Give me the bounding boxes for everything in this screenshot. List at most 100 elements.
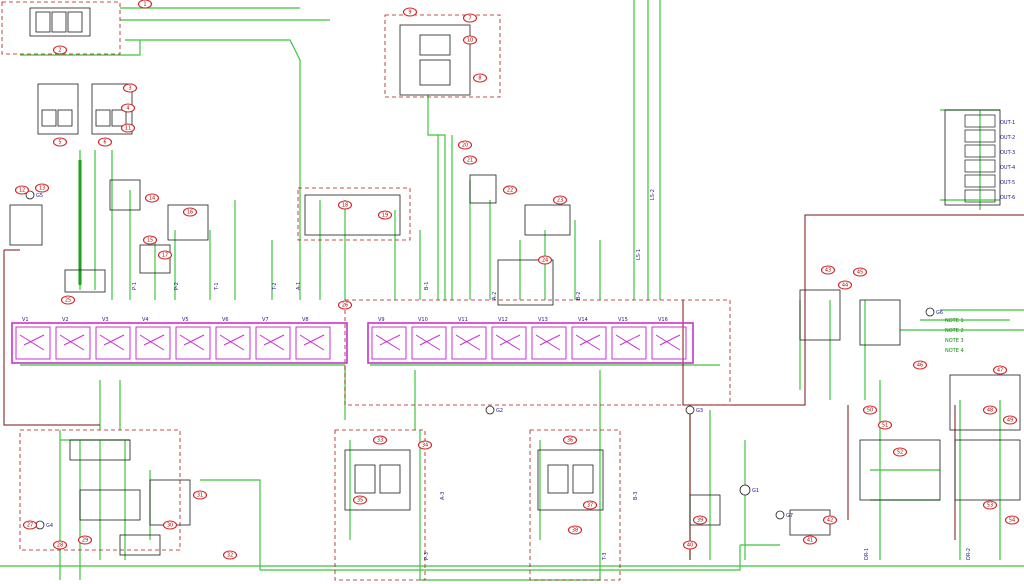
callout-number: 17 bbox=[162, 253, 168, 259]
callout-bubble: 42 bbox=[822, 515, 838, 525]
callout-number: 43 bbox=[825, 268, 831, 274]
callout-bubble: 7 bbox=[462, 13, 478, 23]
callout-bubble: 47 bbox=[992, 365, 1008, 375]
callout-ellipse bbox=[1004, 515, 1020, 525]
callout-bubble: 5 bbox=[52, 137, 68, 147]
callout-bubble: 20 bbox=[457, 140, 473, 150]
gauge-icon bbox=[685, 405, 695, 415]
callout-number: 2 bbox=[58, 48, 61, 54]
callout-ellipse bbox=[52, 137, 68, 147]
line-label: P-2 bbox=[174, 282, 180, 290]
line-label: DR-1 bbox=[864, 548, 870, 560]
gauge-label: G7 bbox=[786, 513, 793, 519]
line-label: T-1 bbox=[214, 282, 220, 291]
callout-number: 7 bbox=[468, 16, 471, 22]
callout-number: 42 bbox=[827, 518, 833, 524]
callout-ellipse bbox=[462, 155, 478, 165]
callout-bubble: 37 bbox=[582, 500, 598, 510]
callout-bubble: 51 bbox=[877, 420, 893, 430]
gauge-label: G5 bbox=[36, 193, 43, 199]
note-text: NOTE 2 bbox=[945, 328, 964, 334]
callout-bubble: 21 bbox=[462, 155, 478, 165]
callout-number: 6 bbox=[103, 140, 106, 146]
callout-bubble: 1 bbox=[137, 0, 153, 9]
callout-bubble: 10 bbox=[462, 35, 478, 45]
callout-number: 16 bbox=[187, 210, 193, 216]
callout-bubble: 28 bbox=[52, 540, 68, 550]
callout-ellipse bbox=[122, 83, 138, 93]
callout-ellipse bbox=[337, 200, 353, 210]
callout-number: 18 bbox=[342, 203, 348, 209]
callout-bubble: 8 bbox=[472, 73, 488, 83]
valve-tag: V4 bbox=[142, 317, 149, 323]
callout-ellipse bbox=[60, 295, 76, 305]
callout-bubble: 54 bbox=[1004, 515, 1020, 525]
callout-ellipse bbox=[992, 365, 1008, 375]
callout-number: 46 bbox=[917, 363, 923, 369]
callout-number: 40 bbox=[687, 543, 693, 549]
callout-number: 39 bbox=[697, 518, 703, 524]
callout-number: 35 bbox=[357, 498, 363, 504]
callout-ellipse bbox=[22, 520, 38, 530]
callout-number: 5 bbox=[58, 140, 61, 146]
output-label: OUT-4 bbox=[1000, 165, 1015, 171]
callout-number: 29 bbox=[82, 538, 88, 544]
boundary-dashed bbox=[1, 1, 731, 581]
callout-number: 51 bbox=[882, 423, 888, 429]
callout-ellipse bbox=[377, 210, 393, 220]
line-label: LS-1 bbox=[636, 249, 642, 260]
line-label: DR-2 bbox=[966, 548, 972, 560]
gauge-icon bbox=[25, 190, 35, 200]
callout-ellipse bbox=[144, 193, 160, 203]
callout-bubble: 43 bbox=[820, 265, 836, 275]
callout-ellipse bbox=[142, 235, 158, 245]
callout-bubble: 22 bbox=[502, 185, 518, 195]
callout-number: 4 bbox=[126, 106, 129, 112]
callout-ellipse bbox=[852, 267, 868, 277]
callout-bubble: 38 bbox=[567, 525, 583, 535]
line-label: B-2 bbox=[576, 292, 582, 300]
callout-ellipse bbox=[567, 525, 583, 535]
callout-number: 25 bbox=[65, 298, 71, 304]
valve-tag: V6 bbox=[222, 317, 229, 323]
valve-tag: V14 bbox=[578, 317, 588, 323]
callout-bubble: 2 bbox=[52, 45, 68, 55]
callout-number: 41 bbox=[807, 538, 813, 544]
callout-number: 24 bbox=[542, 258, 548, 264]
callout-number: 10 bbox=[467, 38, 473, 44]
callout-bubble: 3 bbox=[122, 83, 138, 93]
callout-number: 27 bbox=[27, 523, 33, 529]
output-label: OUT-5 bbox=[1000, 180, 1015, 186]
callout-bubble: 31 bbox=[192, 490, 208, 500]
callout-number: 11 bbox=[125, 126, 131, 132]
callout-bubble: 36 bbox=[562, 435, 578, 445]
callout-bubble: 15 bbox=[142, 235, 158, 245]
callout-number: 22 bbox=[507, 188, 513, 194]
callout-number: 26 bbox=[342, 303, 348, 309]
callout-ellipse bbox=[982, 405, 998, 415]
callout-ellipse bbox=[52, 45, 68, 55]
callout-ellipse bbox=[120, 123, 136, 133]
callout-number: 47 bbox=[997, 368, 1003, 374]
callout-bubble: 11 bbox=[120, 123, 136, 133]
callout-ellipse bbox=[862, 405, 878, 415]
note-text: NOTE 3 bbox=[945, 338, 964, 344]
callout-ellipse bbox=[537, 255, 553, 265]
callout-number: 8 bbox=[478, 76, 481, 82]
output-label: OUT-1 bbox=[1000, 120, 1015, 126]
callout-bubble: 27 bbox=[22, 520, 38, 530]
callout-number: 37 bbox=[587, 503, 593, 509]
callout-bubble: 6 bbox=[97, 137, 113, 147]
callout-ellipse bbox=[682, 540, 698, 550]
right-manifold-tags: V9 V10 V11 V12 V13 V14 V15 V16 bbox=[378, 317, 668, 323]
callout-bubble: 44 bbox=[837, 280, 853, 290]
valve-tag: V7 bbox=[262, 317, 269, 323]
callout-number: 38 bbox=[572, 528, 578, 534]
callout-ellipse bbox=[552, 195, 568, 205]
callout-ellipse bbox=[417, 440, 433, 450]
output-label: OUT-2 bbox=[1000, 135, 1015, 141]
callout-ellipse bbox=[802, 535, 818, 545]
gauge-icon bbox=[35, 520, 45, 530]
output-label: OUT-3 bbox=[1000, 150, 1015, 156]
callout-number: 15 bbox=[147, 238, 153, 244]
